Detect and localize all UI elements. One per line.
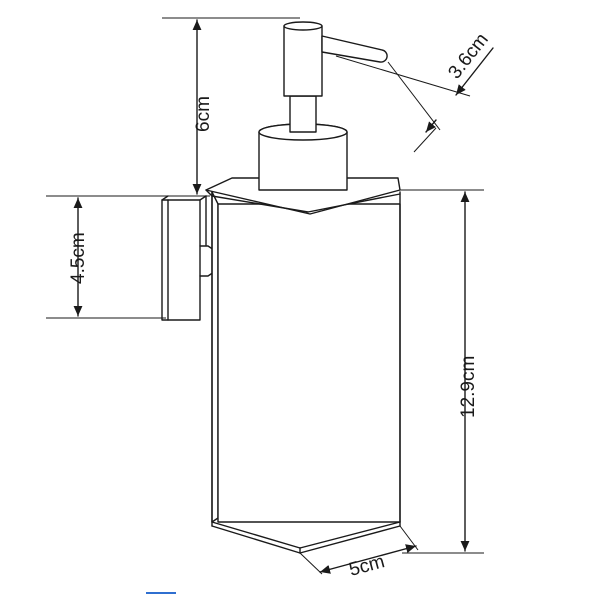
label-spout-length: 3.6cm: [444, 29, 492, 83]
pump-collar: [258, 123, 348, 191]
dim-pump-height: [162, 17, 300, 197]
label-width: 5cm: [347, 551, 387, 581]
dim-bracket-height: [46, 195, 166, 319]
wall-bracket: [161, 195, 215, 321]
label-pump-height: 6cm: [193, 96, 214, 132]
dim-spout-length: [335, 47, 494, 153]
dim-width: [299, 525, 419, 575]
pump-head: [283, 21, 388, 133]
blue-underline-mark: [146, 592, 176, 594]
label-total-height: 12.9cm: [458, 356, 479, 418]
label-bracket-height: 4.5cm: [68, 232, 89, 284]
dispenser-body: [205, 177, 401, 554]
